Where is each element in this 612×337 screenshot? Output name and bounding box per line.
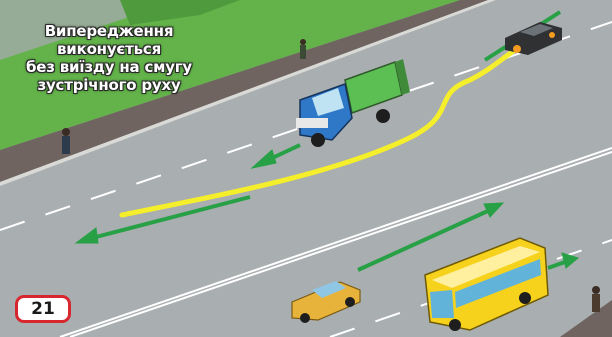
direction-arrow-icon: [74, 227, 99, 244]
direction-arrow-icon: [561, 252, 580, 269]
direction-arrow-icon: [547, 260, 566, 270]
rule-caption: Випередження виконується без виїзду на с…: [14, 22, 204, 94]
direction-arrow-icon: [483, 202, 505, 218]
overtaking-path: [119, 47, 518, 218]
hedge: [120, 0, 240, 25]
direction-arrow-icon: [250, 149, 277, 169]
caption-line: зустрічного руху: [37, 76, 181, 94]
caption-line: Випередження: [44, 22, 174, 40]
truck-icon: [296, 59, 410, 147]
caption-line: без виїзду на смугу: [25, 58, 192, 76]
bus-icon: [424, 237, 549, 331]
center-line-double: [69, 151, 612, 337]
direction-arrow-icon: [357, 208, 491, 272]
curb: [0, 0, 496, 186]
car-icon: [505, 22, 562, 55]
figure-number-badge: 21: [15, 295, 71, 323]
car-icon: [291, 281, 361, 323]
center-line: [59, 147, 612, 337]
pedestrian-icon: [300, 39, 306, 59]
pedestrian-icon: [592, 286, 600, 312]
direction-arrow-icon: [91, 195, 251, 240]
dashed-lane-line: [0, 21, 612, 231]
caption-line: виконується: [56, 40, 162, 58]
direction-arrows: [74, 10, 580, 272]
pedestrian-icon: [62, 128, 70, 154]
